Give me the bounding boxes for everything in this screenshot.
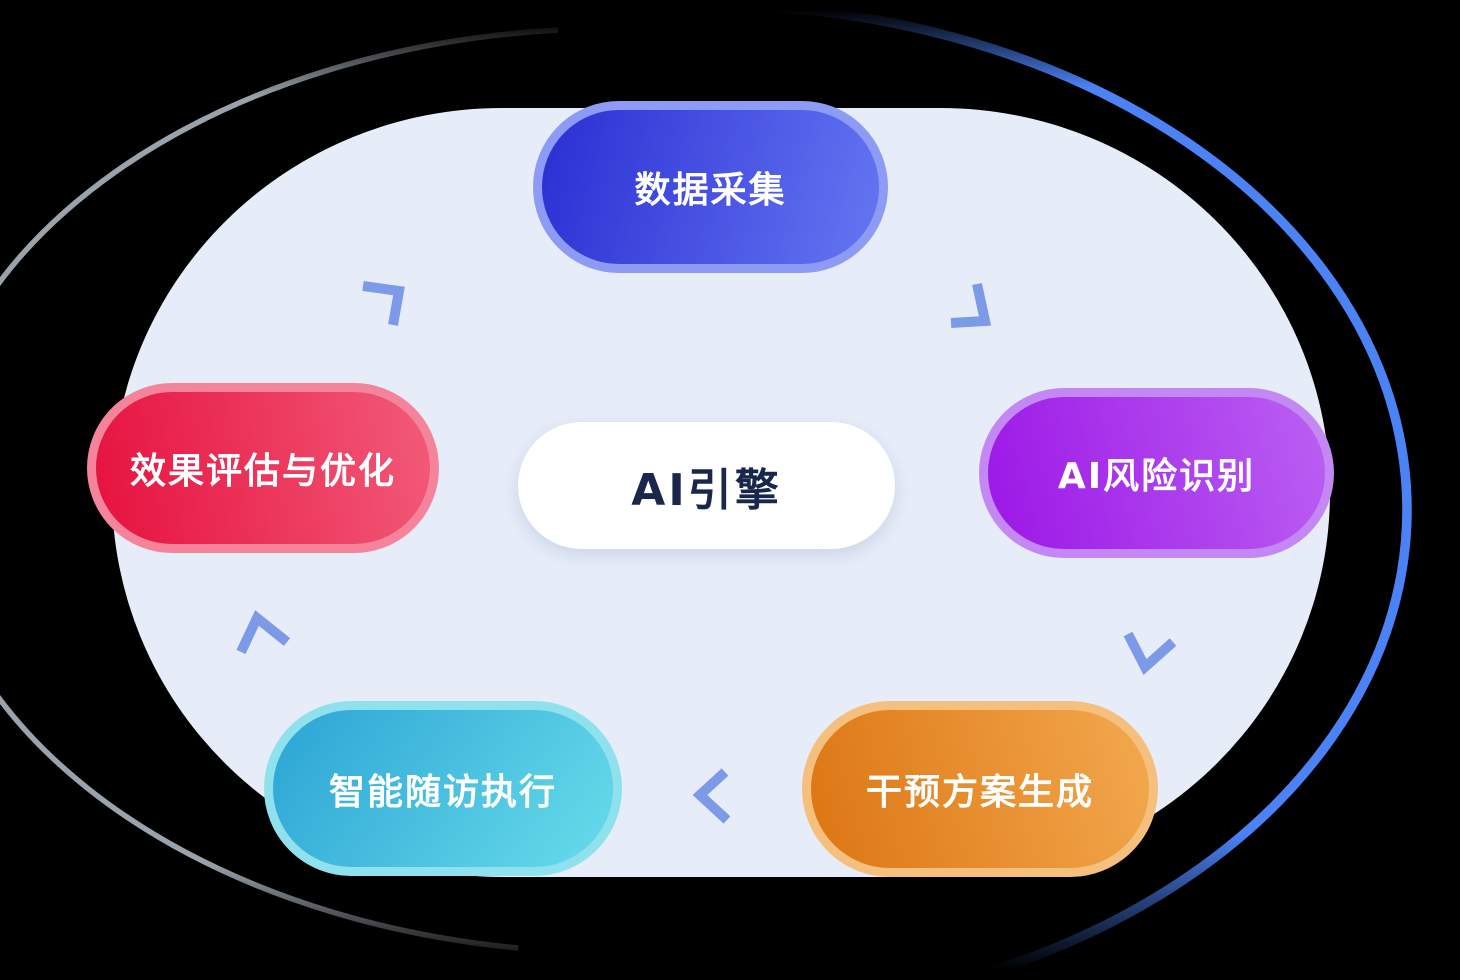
node-ai-engine: AI引擎: [518, 422, 895, 549]
node-smart-followup-execution: 智能随访执行: [264, 701, 622, 876]
node-data-collection: 数据采集: [533, 101, 888, 273]
node-label: 干预方案生成: [865, 772, 1094, 813]
node-label: 智能随访执行: [328, 771, 557, 813]
ai-engine-label: AI引擎: [631, 464, 782, 516]
node-effect-evaluation-optimization: 效果评估与优化: [87, 383, 439, 553]
node-label: 效果评估与优化: [129, 451, 396, 492]
node-label: 数据采集: [634, 170, 787, 211]
node-intervention-plan-generation: 干预方案生成: [802, 701, 1158, 877]
node-ai-risk-identification: AI风险识别: [979, 388, 1334, 558]
node-label: AI风险识别: [1057, 456, 1256, 497]
